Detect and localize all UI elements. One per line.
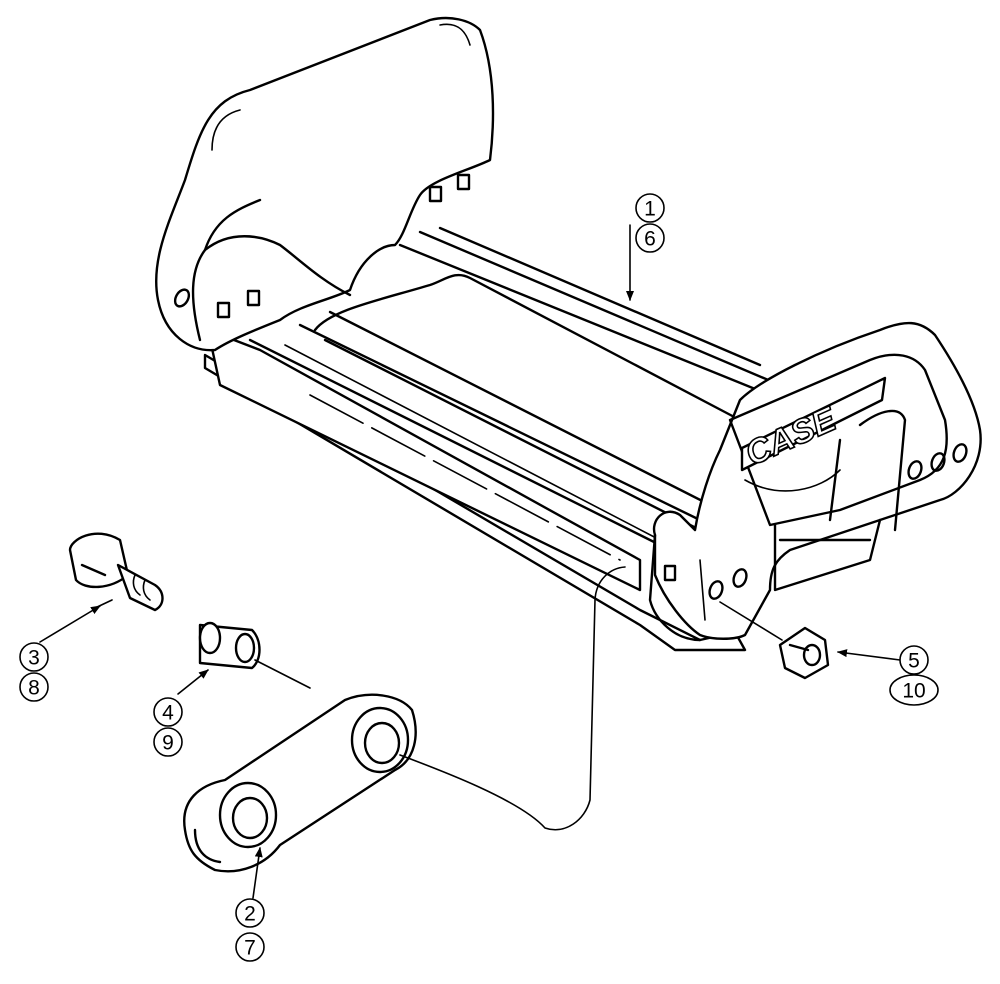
link [183, 693, 417, 873]
callout-5: 5 [899, 645, 929, 675]
svg-text:5: 5 [908, 650, 920, 673]
bushing [198, 621, 261, 670]
callout-3: 3 [19, 642, 49, 672]
leader-lines [39, 224, 901, 899]
callout-7: 7 [235, 932, 265, 962]
svg-text:6: 6 [644, 228, 656, 251]
svg-text:9: 9 [162, 732, 174, 755]
callout-8: 8 [19, 672, 49, 702]
svg-text:4: 4 [162, 702, 174, 725]
svg-text:8: 8 [28, 677, 40, 700]
callout-10: 10 [889, 674, 939, 706]
callout-1: 1 [635, 193, 665, 223]
callout-9: 9 [153, 727, 183, 757]
callout-4: 4 [153, 697, 183, 727]
frame-assembly: CASE [154, 16, 982, 652]
svg-text:7: 7 [244, 937, 256, 960]
svg-text:10: 10 [902, 680, 925, 703]
nut [778, 626, 830, 680]
logo-plate [740, 376, 887, 472]
callout-6: 6 [635, 223, 665, 253]
bolt [68, 532, 164, 612]
callout-2: 2 [235, 898, 265, 928]
svg-text:2: 2 [244, 903, 256, 926]
svg-text:1: 1 [644, 198, 656, 221]
svg-text:3: 3 [28, 647, 40, 670]
